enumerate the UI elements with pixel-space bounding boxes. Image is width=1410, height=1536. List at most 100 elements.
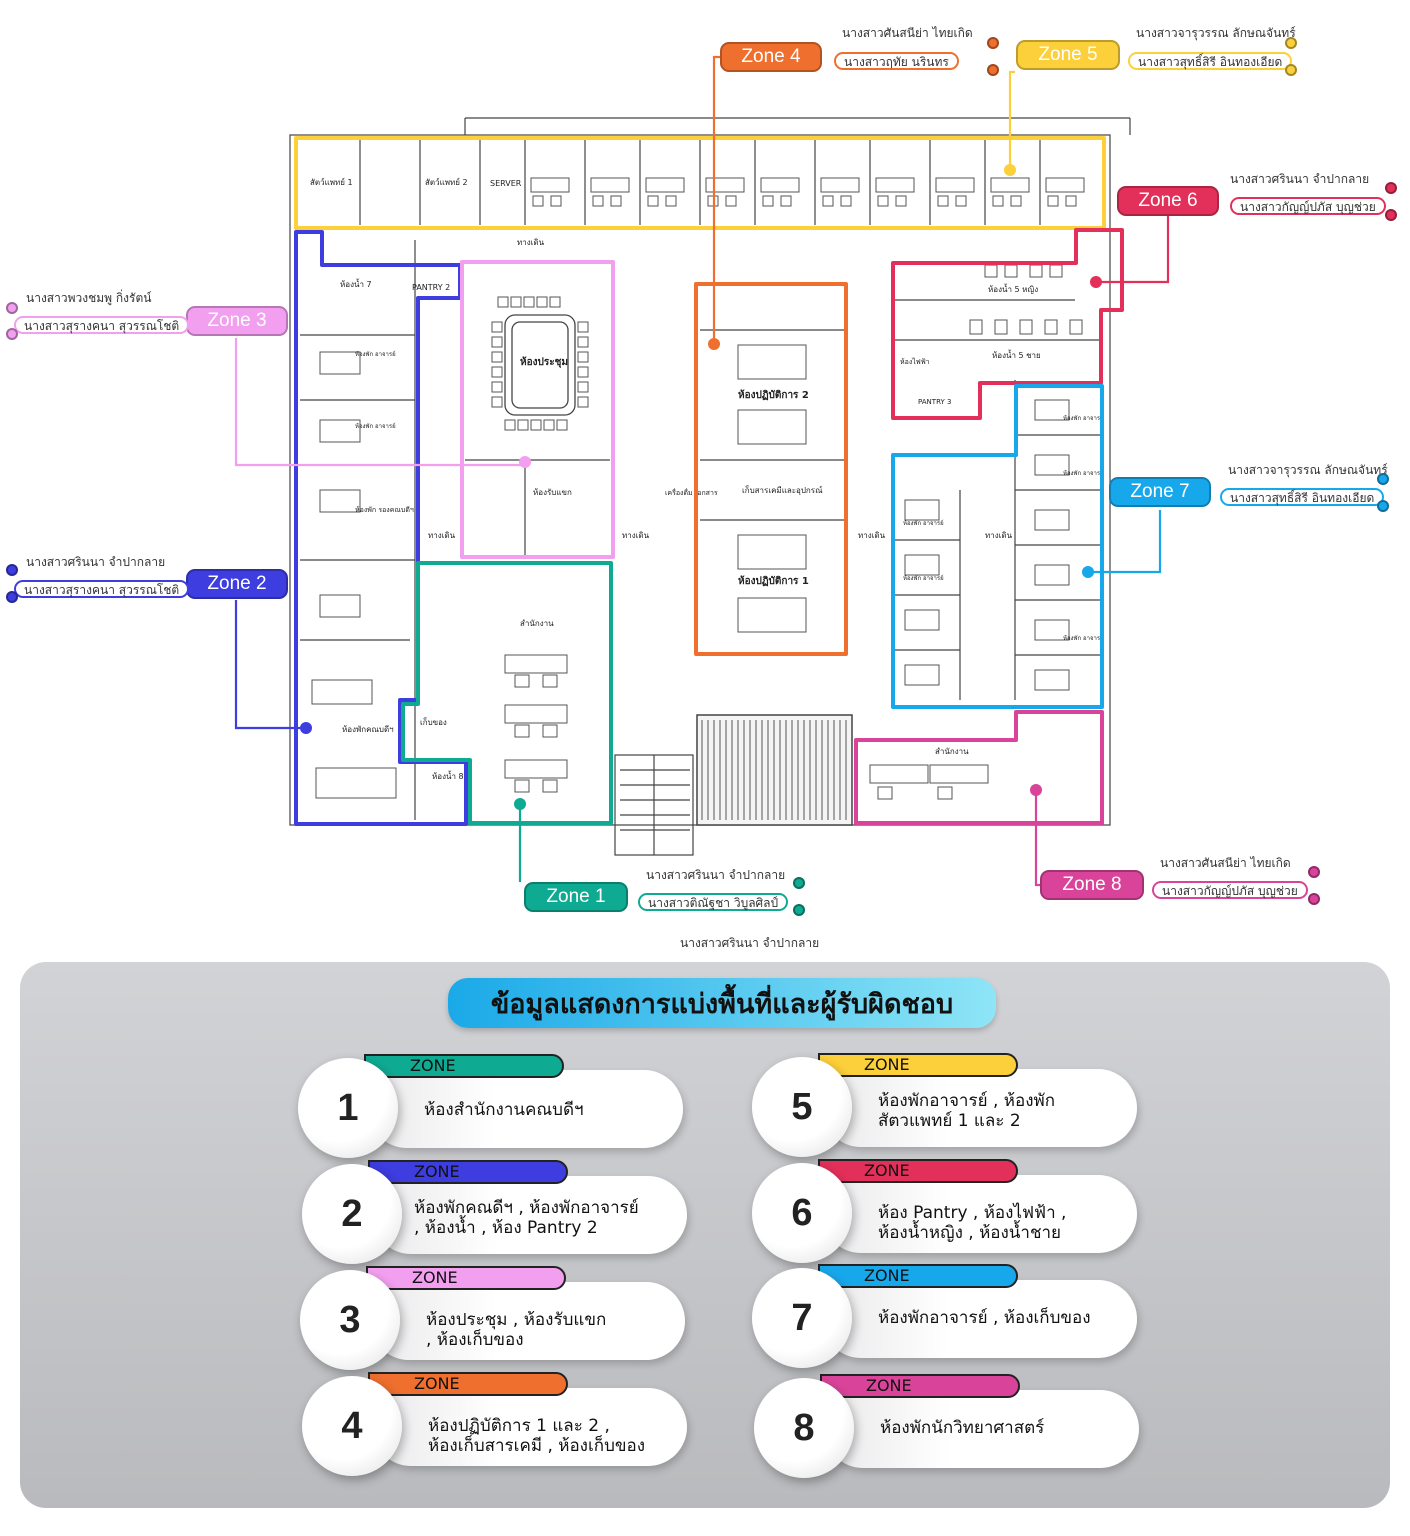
walkway-label-top: ทางเดิน (517, 238, 545, 247)
desk (990, 177, 1030, 193)
card-description: ห้อง Pantry , ห้องไฟฟ้า ,ห้องน้ำหญิง , ห… (878, 1203, 1138, 1243)
desk (530, 177, 570, 193)
reception-label: ห้องรับแขก (533, 488, 572, 497)
chair (665, 195, 677, 207)
office-desk (929, 764, 989, 784)
zone-7-dot-2 (1377, 500, 1389, 512)
meeting-chair (497, 296, 509, 308)
zone-2-outline (294, 230, 468, 826)
zone-5-dot-1 (1285, 37, 1297, 49)
zone-4-leader (712, 55, 722, 344)
meeting-chair (491, 396, 503, 408)
chair (877, 786, 893, 800)
dean-table (311, 679, 373, 705)
card-pill (370, 1282, 685, 1360)
toilet-fixture (969, 319, 983, 335)
card-desc-line2: , ห้องเก็บของ (426, 1330, 524, 1350)
card-zone-tab: ZONE (364, 1054, 564, 1078)
zone-6-leader (1096, 216, 1170, 284)
desk (645, 177, 685, 193)
meeting-chair (577, 366, 589, 378)
plan-caption: นางสาวศรินนา จำปากลาย (680, 936, 820, 950)
zone-1-dot-1 (793, 877, 805, 889)
zone-8-person-2: นางสาวกัญญ์ปภัส บุญช่วย (1152, 881, 1308, 899)
card-desc-line1: ห้องพักอาจารย์ , ห้องเก็บของ (878, 1308, 1091, 1328)
card-pill (822, 1069, 1137, 1147)
toilet-fixture (1029, 264, 1043, 278)
zone-3-person-2: นางสาวสุรางคนา สุวรรณโชติ (14, 316, 190, 334)
card-pill (824, 1390, 1139, 1468)
room-desk (319, 419, 361, 443)
vet1-label: สัตว์แพทย์ 1 (310, 177, 353, 187)
zone-2-marker (300, 722, 312, 734)
zone-7-outline (891, 384, 1104, 709)
meeting-chair (491, 321, 503, 333)
store-label: เก็บของ (420, 717, 447, 727)
room-desk (1034, 454, 1070, 476)
card-zone-tab: ZONE (366, 1266, 566, 1290)
chair (514, 674, 530, 688)
dean-room-label: ห้องพักคณบดีฯ (342, 725, 394, 734)
meeting-chair (577, 396, 589, 408)
lab-table (737, 409, 807, 445)
zone-1-outline (401, 561, 613, 825)
prof-room-label-e: ห้องพัก อาจารย์ (903, 519, 944, 527)
zone-6-tag: Zone 6 (1117, 186, 1219, 216)
meeting-chair (549, 296, 561, 308)
zone-card-7: ZONE 7 ห้องพักอาจารย์ , ห้องเก็บของ (752, 1264, 1142, 1384)
room-desk (1034, 619, 1070, 641)
zone-card-8: ZONE 8 ห้องพักนักวิทยาศาสตร์ (754, 1374, 1144, 1494)
chair (762, 195, 774, 207)
toilet-fixture (1019, 319, 1033, 335)
chair (610, 195, 622, 207)
zone-5-marker (1004, 164, 1016, 176)
zone-5-person-1: นางสาวจารุวรรณ ลักษณจันทร์ (1136, 26, 1296, 40)
room-desk (319, 594, 361, 618)
zone-7-dot-1 (1377, 473, 1389, 485)
zone-7-marker (1082, 566, 1094, 578)
meeting-chair (491, 366, 503, 378)
chair (1047, 195, 1059, 207)
card-zone-tab: ZONE (368, 1372, 568, 1396)
zone-5-tag: Zone 5 (1016, 40, 1120, 70)
toilet-fixture (1069, 319, 1083, 335)
card-number: 1 (298, 1058, 398, 1158)
zone-4-dot-2 (987, 64, 999, 76)
room-desk (1034, 399, 1070, 421)
desk (875, 177, 915, 193)
card-desc-line1: ห้องพักอาจารย์ , ห้องพัก (878, 1091, 1055, 1111)
card-number: 5 (752, 1057, 852, 1157)
office8-label: สำนักงาน (935, 747, 969, 756)
zone-3-person-1: นางสาวพวงชมพู กิ่งรัตน์ (26, 291, 152, 305)
chair (780, 195, 792, 207)
room-desk (904, 664, 940, 686)
prof-room-label-d: ห้องพัก อาจารย์ (1063, 469, 1104, 477)
meeting-chair (556, 419, 568, 431)
desk (1045, 177, 1085, 193)
drinks-shelf-label: เครื่องดื่ม เอกสาร (665, 488, 718, 497)
card-description: ห้องพักอาจารย์ , ห้องพักสัตวแพทย์ 1 และ … (878, 1091, 1138, 1131)
chair (1065, 195, 1077, 207)
meeting-chair (543, 419, 555, 431)
zone-5-person-2: นางสาวสุทธิ์สิรี อินทองเอียด (1128, 52, 1293, 70)
chair (514, 779, 530, 793)
card-pill (372, 1388, 687, 1466)
desk (705, 177, 745, 193)
toilet7-label: ห้องน้ำ 7 (340, 278, 372, 289)
card-desc-line1: ห้องพักคณดีฯ , ห้องพักอาจารย์ (414, 1198, 639, 1218)
card-desc-line2: สัตวแพทย์ 1 และ 2 (878, 1111, 1021, 1131)
zone-2-person-2: นางสาวสุรางคนา สุวรรณโชติ (14, 580, 190, 598)
chair (955, 195, 967, 207)
zone-3-dot-2 (6, 328, 18, 340)
zone-8-tag: Zone 8 (1040, 870, 1144, 900)
zone-3-dot-1 (6, 302, 18, 314)
toilet-fixture (1004, 264, 1018, 278)
zone-8-outline (854, 710, 1104, 825)
zone-1-dot-2 (793, 904, 805, 916)
walkway-label-zone7: ทางเดิน (985, 531, 1013, 540)
card-desc-line1: ห้อง Pantry , ห้องไฟฟ้า , (878, 1203, 1067, 1223)
chair (514, 724, 530, 738)
meeting-chair (491, 351, 503, 363)
chair (1010, 195, 1022, 207)
server-label: SERVER (490, 179, 522, 188)
